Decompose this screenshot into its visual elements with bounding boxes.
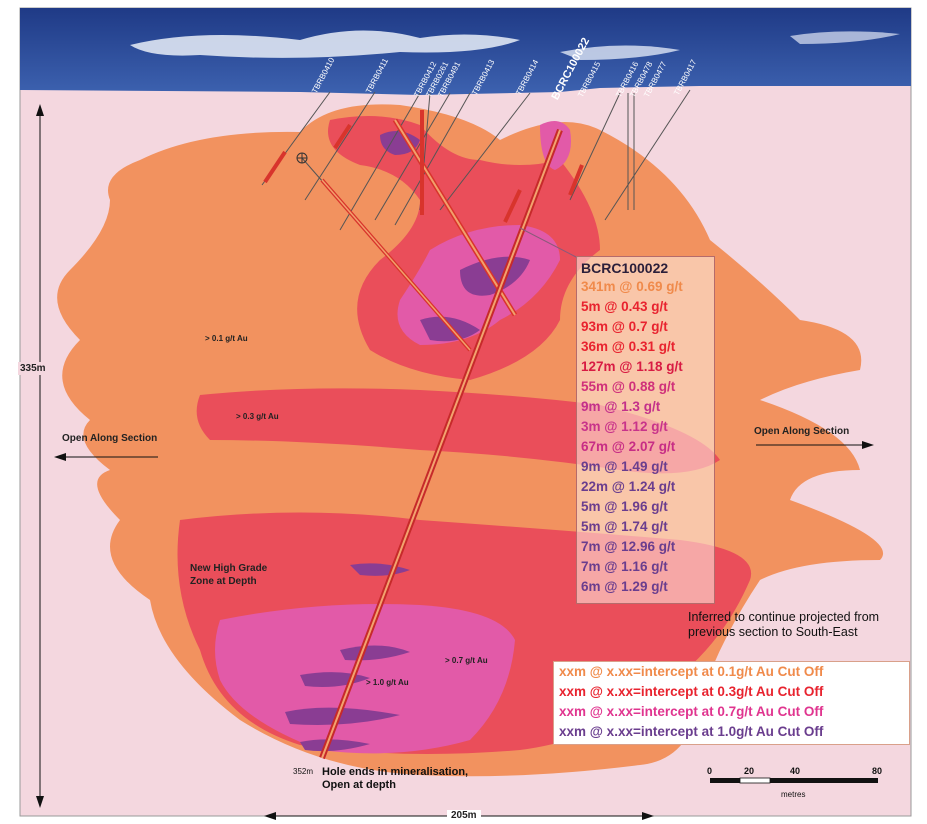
- hole-ends-note: Hole ends in mineralisation, Open at dep…: [322, 766, 469, 791]
- scale-tick: 40: [790, 766, 801, 776]
- sky-band: [20, 8, 911, 95]
- zone-label-01: > 0.1 g/t Au: [205, 334, 248, 343]
- main-hole-core: [321, 129, 561, 759]
- new-zone-label: New High Grade Zone at Depth: [190, 563, 268, 587]
- scale-tick: 0: [707, 766, 713, 776]
- intercept-row: 36m @ 0.31 g/t: [581, 339, 676, 354]
- intercept-row: 22m @ 1.24 g/t: [581, 479, 676, 494]
- zone-10-pod: [300, 739, 370, 752]
- legend-row: xxm @ x.xx=intercept at 0.3g/t Au Cut Of…: [559, 684, 824, 699]
- callout-leader: [519, 227, 579, 259]
- legend-row: xxm @ x.xx=intercept at 0.7g/t Au Cut Of…: [559, 704, 824, 719]
- scale-tick: 80: [872, 766, 883, 776]
- intercept-row: 5m @ 0.43 g/t: [581, 299, 668, 314]
- drill-intervals: [263, 110, 584, 352]
- scale-bar-graphic: [710, 777, 878, 784]
- intercept-row: 55m @ 0.88 g/t: [581, 379, 676, 394]
- intercept-row: 5m @ 1.74 g/t: [581, 519, 668, 534]
- intercept-row: 5m @ 1.96 g/t: [581, 499, 668, 514]
- height-label: 335m: [18, 362, 48, 375]
- open-along-section-right: Open Along Section: [754, 426, 850, 437]
- intercept-row: 9m @ 1.49 g/t: [581, 459, 668, 474]
- scale-unit: metres: [781, 790, 806, 799]
- intercept-row: 3m @ 1.12 g/t: [581, 419, 668, 434]
- intercept-row: 67m @ 2.07 g/t: [581, 439, 676, 454]
- intercept-row: 93m @ 0.7 g/t: [581, 319, 668, 334]
- open-along-section-left: Open Along Section: [62, 433, 158, 444]
- zone-label-07: > 0.7 g/t Au: [445, 656, 488, 665]
- intercept-title: BCRC100022: [581, 260, 669, 276]
- legend-row: xxm @ x.xx=intercept at 1.0g/t Au Cut Of…: [559, 724, 824, 739]
- cloud: [560, 45, 680, 60]
- intercept-row: 127m @ 1.18 g/t: [581, 359, 683, 374]
- intercept-row: 7m @ 1.16 g/t: [581, 559, 668, 574]
- legend-row: xxm @ x.xx=intercept at 0.1g/t Au Cut Of…: [559, 664, 824, 679]
- depth-mark: 352m: [293, 767, 314, 776]
- inferred-note: Inferred to continue projected from prev…: [688, 610, 880, 639]
- intercept-row: 9m @ 1.3 g/t: [581, 399, 661, 414]
- intercept-row: 341m @ 0.69 g/t: [581, 279, 683, 294]
- scale-tick: 20: [744, 766, 755, 776]
- intercept-row: 7m @ 12.96 g/t: [581, 539, 676, 554]
- cloud: [790, 31, 900, 44]
- zone-10-pod: [285, 707, 400, 725]
- zone-label-10: > 1.0 g/t Au: [366, 678, 409, 687]
- cutoff-legend: xxm @ x.xx=intercept at 0.1g/t Au Cut Of…: [553, 661, 910, 745]
- zone-label-03: > 0.3 g/t Au: [236, 412, 279, 421]
- cloud: [130, 30, 520, 58]
- intercept-callout: BCRC100022 341m @ 0.69 g/t 5m @ 0.43 g/t…: [576, 256, 715, 604]
- zone-10-pod: [460, 256, 530, 296]
- width-label: 205m: [447, 810, 481, 821]
- intercept-row: 6m @ 1.29 g/t: [581, 579, 668, 594]
